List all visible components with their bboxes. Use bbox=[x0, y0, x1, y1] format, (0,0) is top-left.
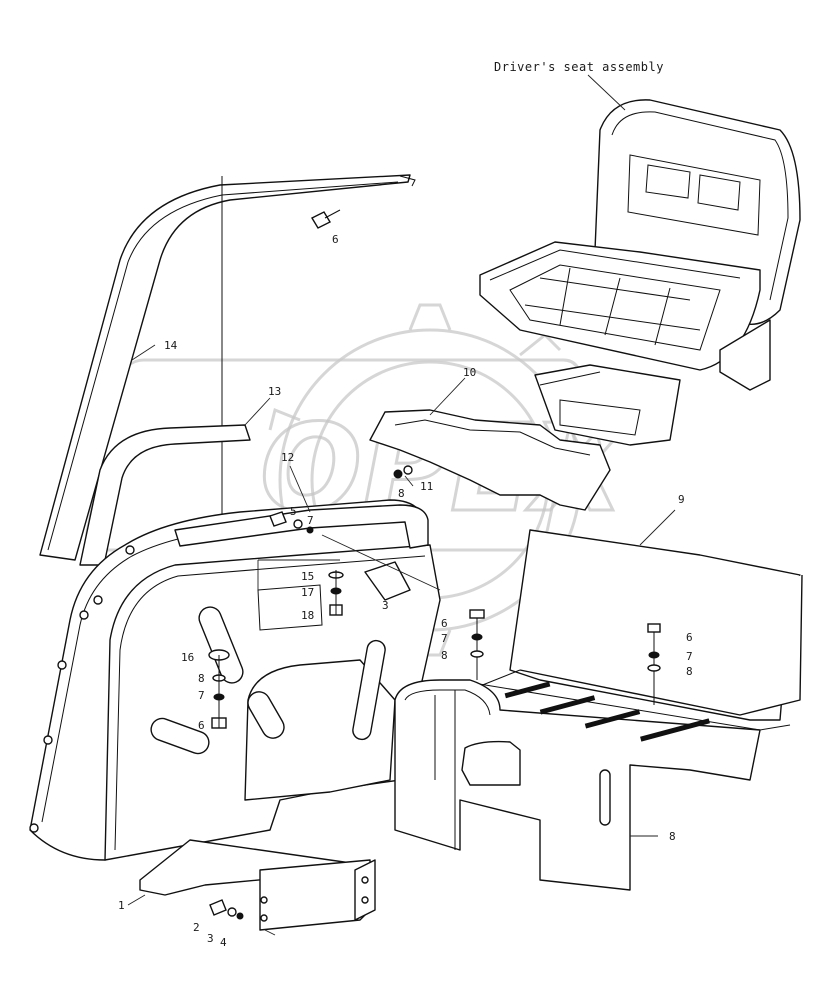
callout-13: 13 bbox=[268, 385, 281, 398]
callout-8: 8 bbox=[398, 487, 405, 500]
fender-hood-part-14 bbox=[39, 174, 416, 561]
callout-7: 7 bbox=[441, 632, 448, 645]
callout-7: 7 bbox=[686, 650, 693, 663]
callout-8: 8 bbox=[198, 672, 205, 685]
callout-2: 2 bbox=[193, 921, 200, 934]
callout-6: 6 bbox=[686, 631, 693, 644]
callout-6: 6 bbox=[198, 719, 205, 732]
floor-plate-part-9 bbox=[454, 529, 803, 731]
callout-6: 6 bbox=[441, 617, 448, 630]
callout-3: 3 bbox=[207, 932, 214, 945]
callout-17: 17 bbox=[301, 586, 314, 599]
callout-1: 1 bbox=[118, 899, 125, 912]
callout-16: 16 bbox=[181, 651, 194, 664]
callout-labels: 1 2 3 4 3 5 6 6 6 6 7 7 7 7 8 8 8 8 8 9 … bbox=[118, 233, 693, 949]
callout-9: 9 bbox=[678, 493, 685, 506]
main-fender-panel bbox=[29, 499, 441, 861]
drivers-seat-assembly-label: Driver's seat assembly bbox=[494, 60, 664, 74]
bracket-part-1 bbox=[139, 839, 376, 931]
callout-10: 10 bbox=[463, 366, 476, 379]
callout-12: 12 bbox=[281, 451, 294, 464]
callout-8: 8 bbox=[669, 830, 676, 843]
callout-7: 7 bbox=[307, 514, 314, 527]
callout-8: 8 bbox=[441, 649, 448, 662]
hardware-center bbox=[208, 209, 661, 920]
drivers-seat-assembly bbox=[479, 99, 801, 446]
callout-6: 6 bbox=[332, 233, 339, 246]
leader-lines bbox=[127, 74, 676, 936]
curved-rail-part-13 bbox=[79, 424, 251, 566]
callout-4: 4 bbox=[220, 936, 227, 949]
callout-8: 8 bbox=[686, 665, 693, 678]
callout-7: 7 bbox=[198, 689, 205, 702]
callout-14: 14 bbox=[164, 339, 178, 352]
callout-5: 5 bbox=[290, 505, 297, 518]
callout-15: 15 bbox=[301, 570, 314, 583]
callout-11: 11 bbox=[420, 480, 433, 493]
callout-3: 3 bbox=[382, 599, 389, 612]
cover-part-10 bbox=[369, 409, 611, 511]
step-cover-part-8 bbox=[394, 679, 761, 891]
callout-18: 18 bbox=[301, 609, 314, 622]
